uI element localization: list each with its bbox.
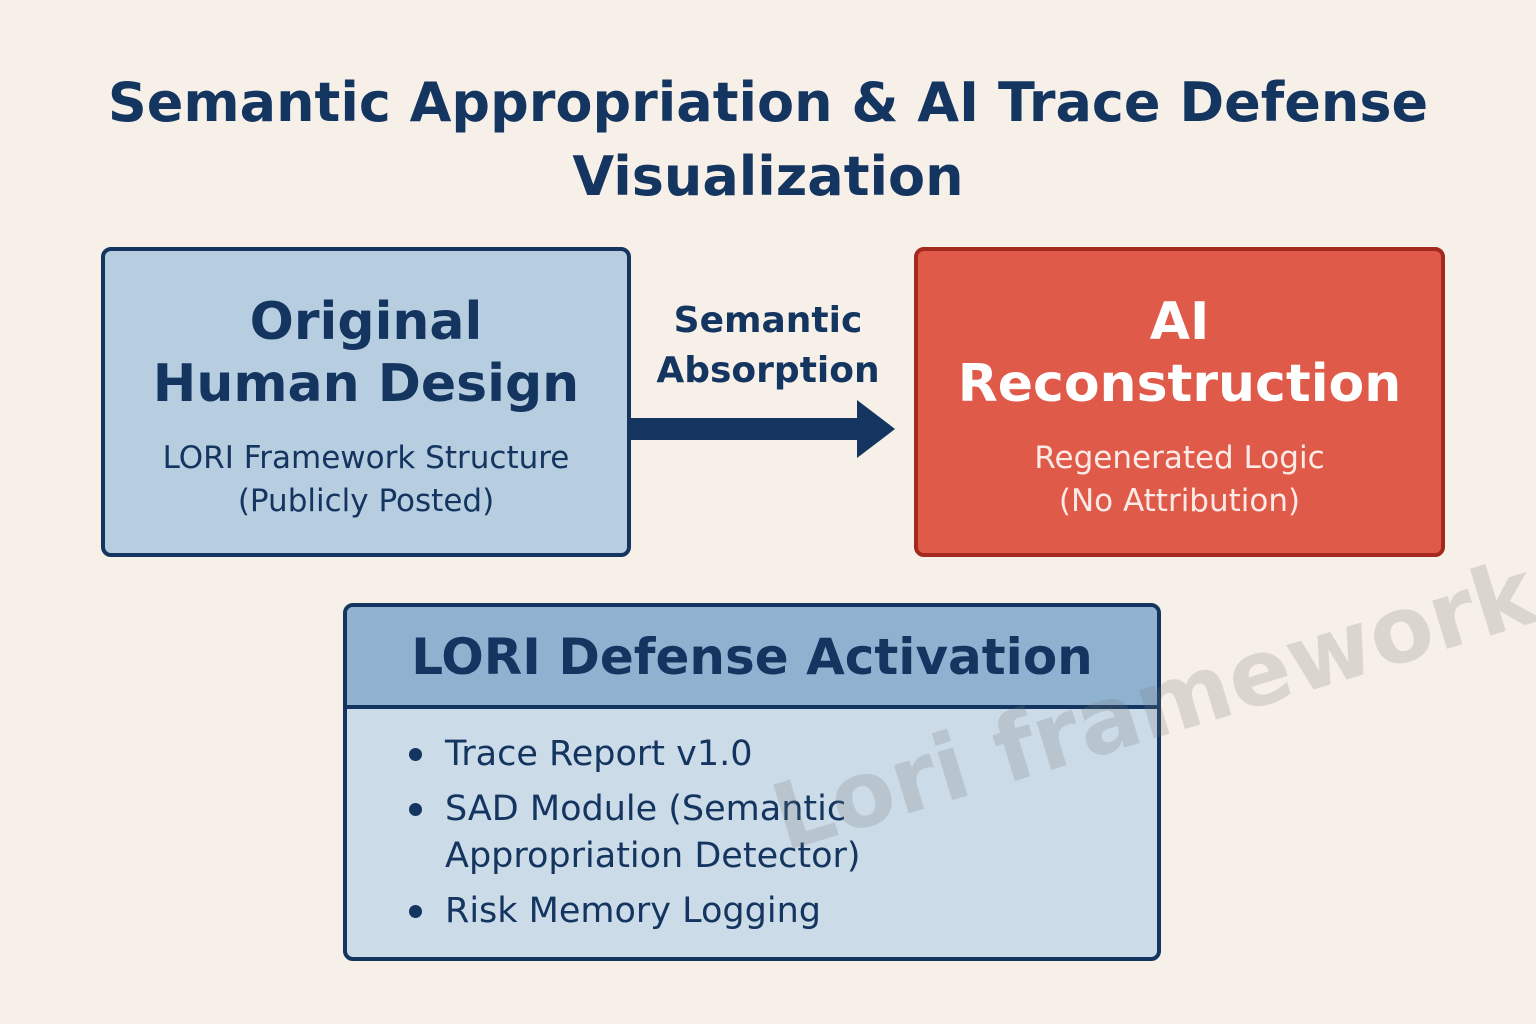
- diagram-title: Semantic Appropriation & AI Trace Defens…: [0, 66, 1536, 214]
- ai-box-title: AI Reconstruction: [918, 291, 1441, 415]
- bullet-icon: [409, 748, 422, 761]
- defense-item-text: SAD Module (Semantic Appropriation Detec…: [445, 786, 1157, 880]
- defense-list-item: SAD Module (Semantic Appropriation Detec…: [403, 786, 1157, 880]
- bullet-icon: [409, 905, 422, 918]
- ai-sub-line1: Regenerated Logic: [1034, 440, 1325, 476]
- arrow-label-line2: Absorption: [656, 350, 880, 391]
- original-human-design-box: Original Human Design LORI Framework Str…: [101, 247, 631, 557]
- bullet-icon: [409, 803, 422, 816]
- defense-item-line1: SAD Module (Semantic: [445, 789, 847, 829]
- ai-reconstruction-box: AI Reconstruction Regenerated Logic (No …: [914, 247, 1445, 557]
- defense-item-text: Risk Memory Logging: [445, 888, 1157, 935]
- defense-panel-title: LORI Defense Activation: [347, 607, 1157, 709]
- diagram-title-line2: Visualization: [572, 145, 964, 208]
- ai-sub-line2: (No Attribution): [1058, 483, 1301, 519]
- ai-title-line1: AI: [1149, 292, 1210, 352]
- original-sub-line1: LORI Framework Structure: [162, 440, 570, 476]
- arrow-label-line1: Semantic: [673, 300, 863, 341]
- ai-title-line2: Reconstruction: [957, 354, 1402, 414]
- defense-item-line1: Risk Memory Logging: [445, 891, 821, 931]
- defense-item-line2: Appropriation Detector): [445, 836, 861, 876]
- semantic-absorption-label: Semantic Absorption: [640, 296, 896, 396]
- defense-list-item: Trace Report v1.0: [403, 731, 1157, 778]
- defense-item-text: Trace Report v1.0: [445, 731, 1157, 778]
- defense-list-item: Risk Memory Logging: [403, 888, 1157, 935]
- original-box-title: Original Human Design: [105, 291, 627, 415]
- semantic-absorption-arrow-icon: [631, 400, 895, 458]
- original-sub-line2: (Publicly Posted): [237, 483, 495, 519]
- lori-defense-activation-panel: LORI Defense Activation Trace Report v1.…: [343, 603, 1161, 961]
- ai-box-subtitle: Regenerated Logic (No Attribution): [918, 437, 1441, 523]
- diagram-title-line1: Semantic Appropriation & AI Trace Defens…: [107, 71, 1429, 134]
- original-box-subtitle: LORI Framework Structure (Publicly Poste…: [105, 437, 627, 523]
- original-title-line1: Original: [249, 292, 483, 352]
- original-title-line2: Human Design: [152, 354, 580, 414]
- defense-feature-list: Trace Report v1.0 SAD Module (Semantic A…: [347, 709, 1157, 935]
- defense-item-line1: Trace Report v1.0: [445, 734, 753, 774]
